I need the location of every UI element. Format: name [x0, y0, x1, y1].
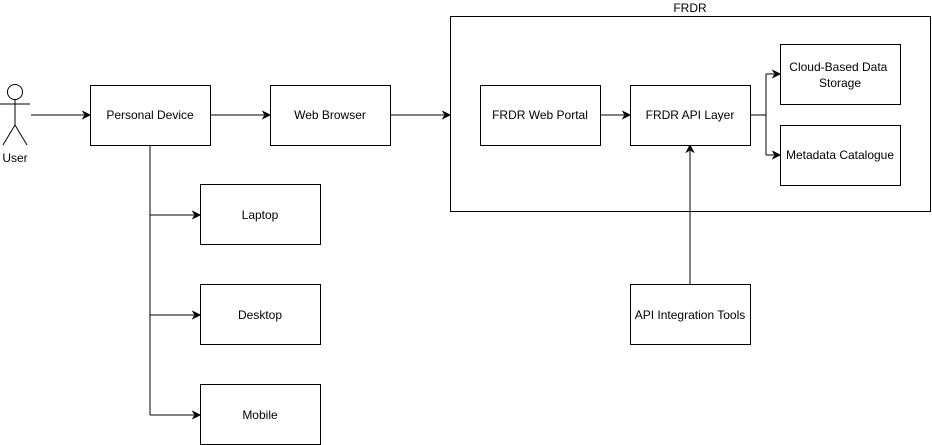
node-api-integration-tools: API Integration Tools: [630, 284, 751, 345]
user-label: User: [2, 151, 27, 165]
frdr-container-label: FRDR: [673, 1, 707, 15]
user-figure-icon: [0, 84, 30, 146]
desktop-label: Desktop: [238, 308, 282, 322]
node-frdr-api-layer: FRDR API Layer: [630, 85, 751, 146]
edge-personal-device-to-web-browser: [210, 110, 272, 120]
mobile-label: Mobile: [242, 408, 278, 422]
cloud-storage-label-line-2: Storage: [819, 76, 861, 90]
node-mobile: Mobile: [200, 384, 321, 445]
user-actor: User: [0, 84, 30, 165]
edge-web-portal-to-api-layer: [600, 110, 632, 120]
api-integration-tools-label: API Integration Tools: [635, 308, 746, 322]
cloud-storage-label: Cloud-Based Data Storage: [789, 60, 890, 90]
frdr-api-layer-label: FRDR API Layer: [646, 108, 735, 122]
connectors: [31, 69, 782, 420]
edge-user-to-personal-device: [31, 110, 92, 120]
edge-integration-tools-to-api-layer: [685, 143, 695, 285]
node-frdr-web-portal: FRDR Web Portal: [480, 85, 601, 146]
node-personal-device: Personal Device: [90, 85, 211, 146]
edge-api-layer-to-storage: [750, 69, 782, 160]
node-metadata-catalogue: Metadata Catalogue: [780, 125, 901, 186]
frdr-web-portal-label: FRDR Web Portal: [492, 108, 588, 122]
cloud-storage-label-line-1: Cloud-Based Data: [789, 60, 887, 74]
web-browser-label: Web Browser: [294, 108, 366, 122]
edge-personal-device-to-devices: [149, 145, 202, 420]
personal-device-label: Personal Device: [106, 108, 194, 122]
node-laptop: Laptop: [200, 184, 321, 245]
metadata-catalogue-label: Metadata Catalogue: [786, 148, 894, 162]
node-desktop: Desktop: [200, 284, 321, 345]
edge-web-browser-to-frdr: [390, 110, 452, 120]
node-web-browser: Web Browser: [270, 85, 391, 146]
node-cloud-storage: Cloud-Based Data Storage: [780, 44, 901, 105]
laptop-label: Laptop: [242, 208, 279, 222]
